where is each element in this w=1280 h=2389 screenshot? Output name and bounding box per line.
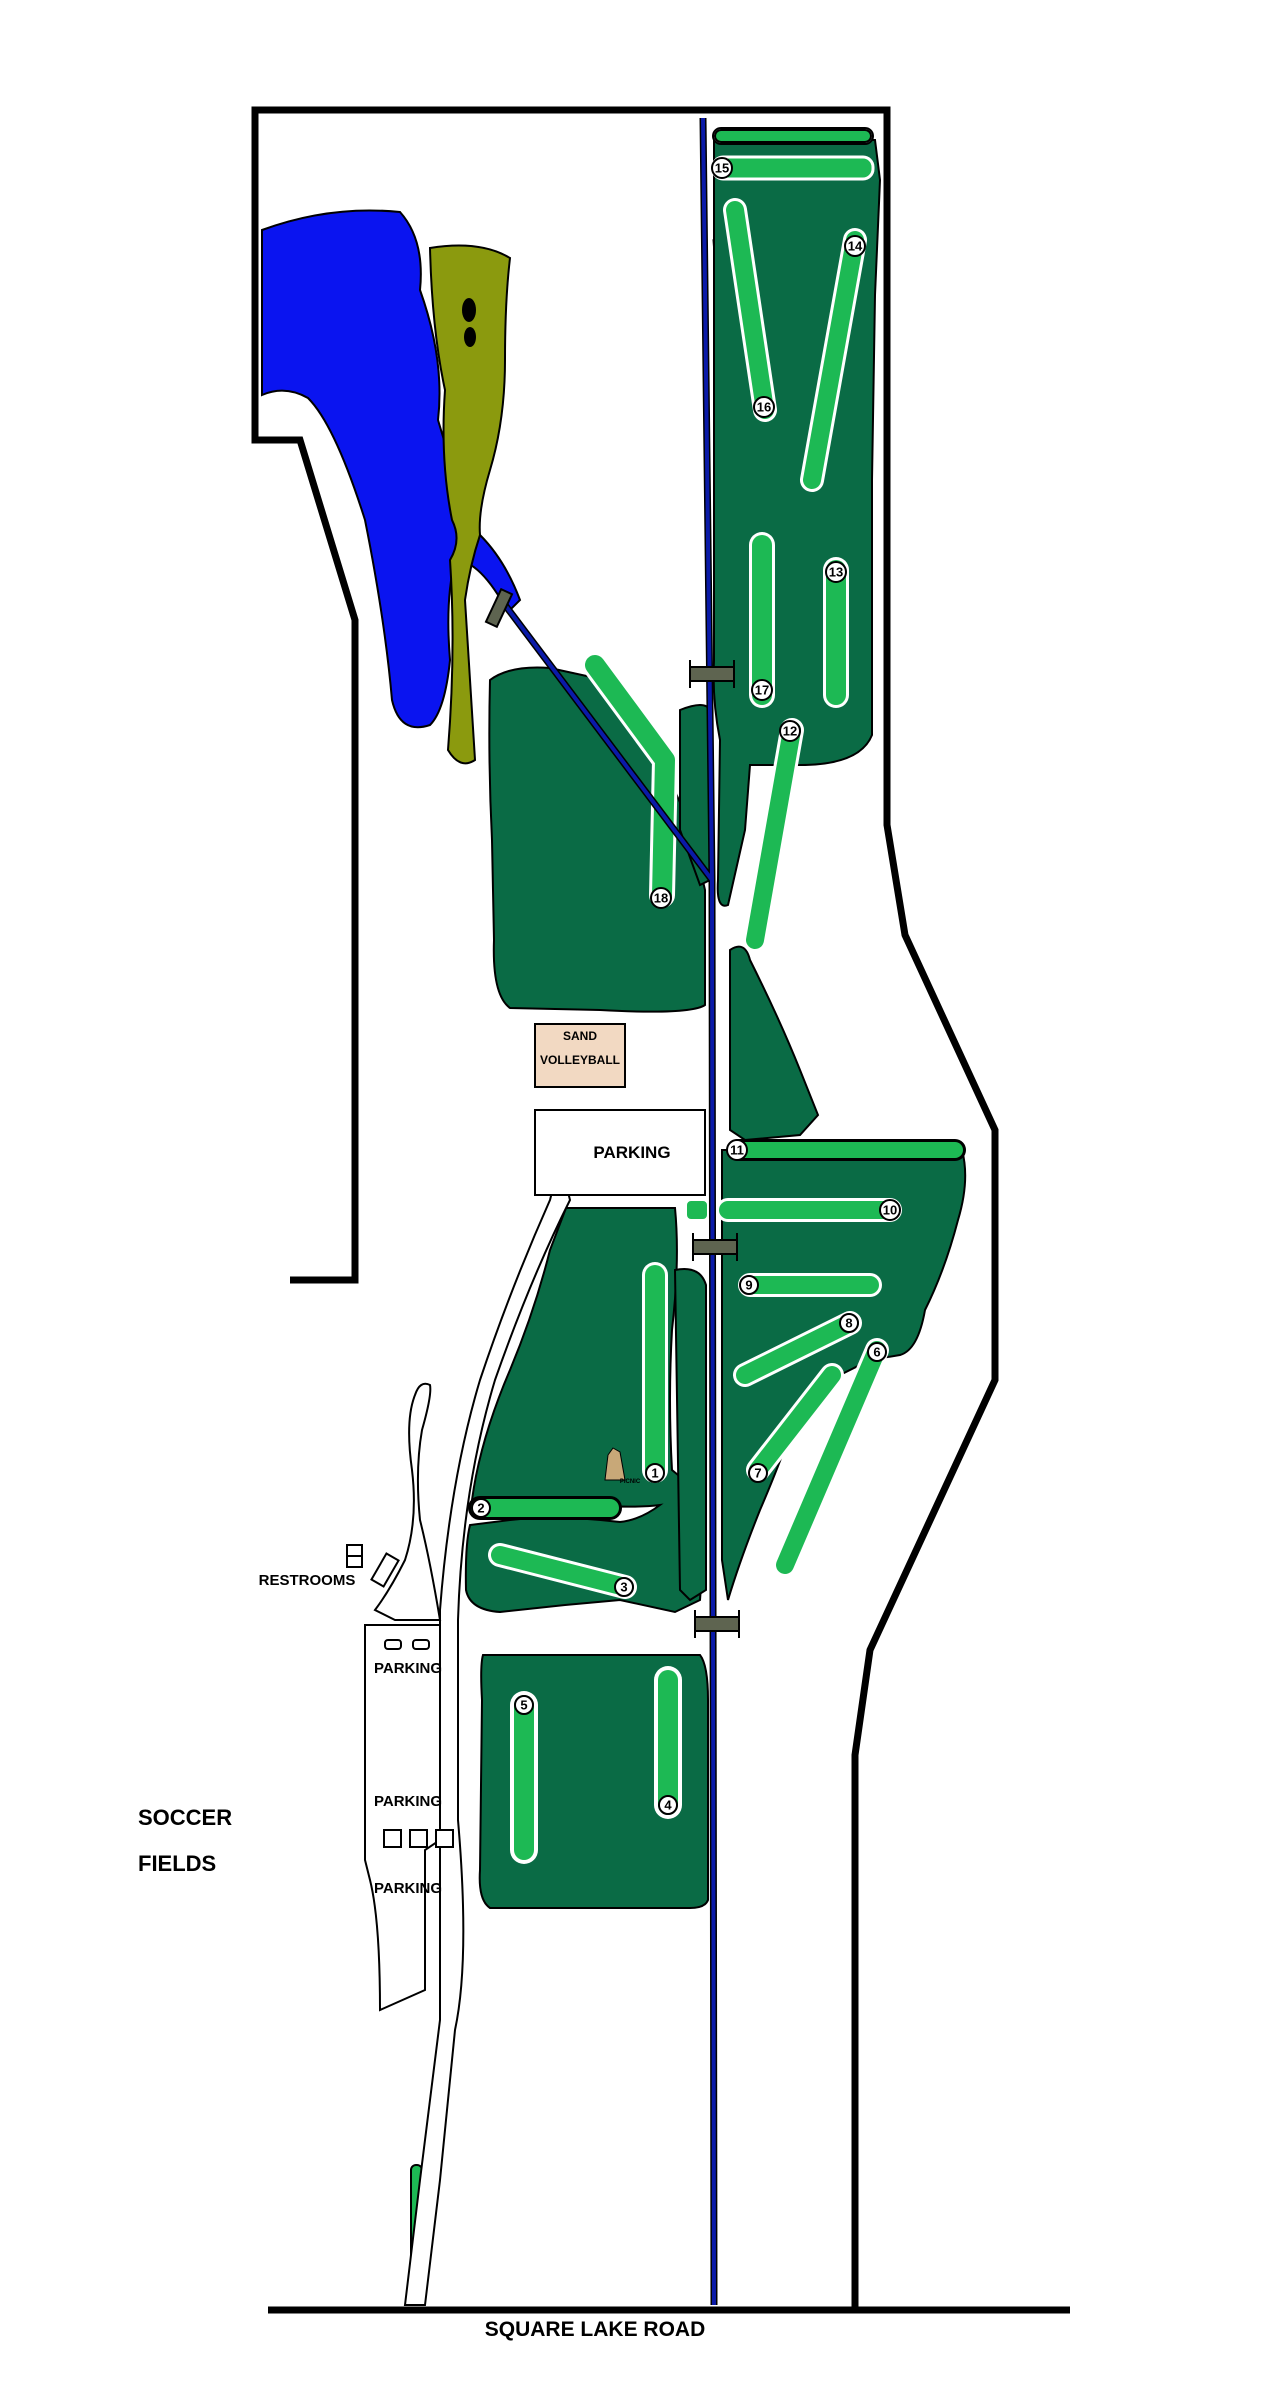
hole-number: 6 <box>873 1345 880 1360</box>
hole-marker-9: 9 <box>739 1275 759 1295</box>
hole-number: 15 <box>715 161 729 176</box>
fairway-18-inner <box>585 655 675 905</box>
hole-marker-7: 7 <box>748 1463 768 1483</box>
roads <box>364 1109 706 2306</box>
hole-number: 12 <box>783 724 797 739</box>
hole-marker-4: 4 <box>658 1795 678 1815</box>
hole-marker-6: 6 <box>867 1342 887 1362</box>
restrooms-label: RESTROOMS <box>259 1572 356 1589</box>
tee-pad <box>685 1199 709 1221</box>
park-road <box>403 1159 572 2306</box>
fairway-8-inner <box>736 1314 859 1384</box>
fairway-16-inner <box>726 201 774 419</box>
hole-markers: 1 2 3 4 5 6 7 8 9 10 11 12 13 14 15 16 1… <box>471 157 901 1815</box>
hole-number: 13 <box>829 565 843 580</box>
sand-volleyball-court <box>534 1023 626 1088</box>
picnic-shelter-icon <box>604 1447 626 1481</box>
hole-marker-1: 1 <box>645 1463 665 1483</box>
hole-number: 16 <box>757 400 771 415</box>
parking-label: PARKING <box>374 1880 442 1897</box>
road-label: SQUARE LAKE ROAD <box>485 2318 706 2341</box>
hole-number: 9 <box>745 1278 752 1293</box>
fairways <box>410 127 966 2271</box>
marsh-islet <box>462 298 476 322</box>
hole-number: 8 <box>845 1316 852 1331</box>
marsh-islet <box>464 327 476 347</box>
soccer-fields-label: FIELDS <box>138 1851 216 1876</box>
bridge-icon <box>692 1233 738 1261</box>
hole-marker-18: 18 <box>650 887 672 909</box>
fairway-6-inner <box>776 1341 886 1574</box>
picnic-label: PICNIC <box>620 1479 641 1485</box>
parking-label: PARKING <box>593 1143 670 1162</box>
hole-marker-8: 8 <box>839 1313 859 1333</box>
rough-middle-east <box>729 945 820 1142</box>
hole-marker-5: 5 <box>514 1695 534 1715</box>
parking-stalls <box>346 1544 454 1848</box>
rough-holes-6-11 <box>721 1149 967 1601</box>
property-boundary <box>251 106 1070 2314</box>
bridges <box>484 587 740 1638</box>
parking-area-north <box>534 1109 706 1196</box>
boundary-line <box>251 106 999 2310</box>
rough-strip-18 <box>679 704 711 887</box>
hole-number: 2 <box>477 1501 484 1516</box>
hole-marker-17: 17 <box>751 679 773 701</box>
parking-lot-main <box>364 1624 441 2012</box>
hole-number: 4 <box>664 1798 672 1813</box>
hole-number: 10 <box>883 1203 897 1218</box>
hole-marker-2: 2 <box>471 1498 491 1518</box>
fairway-12-inner <box>746 721 801 949</box>
hole-number: 18 <box>654 891 668 906</box>
bridge-icon <box>484 587 514 629</box>
parking-label: PARKING <box>374 1660 442 1677</box>
hole-marker-13: 13 <box>825 561 847 583</box>
fairway-15-top <box>714 129 872 143</box>
restroom-road <box>373 1382 442 1621</box>
fairway-3-inner <box>491 1546 634 1596</box>
hole-number: 3 <box>620 1580 627 1595</box>
hole-number: 17 <box>755 683 769 698</box>
parking-label: PARKING <box>374 1793 442 1810</box>
hole-marker-10: 10 <box>879 1199 901 1221</box>
sand-volleyball-label: VOLLEYBALL <box>540 1053 620 1067</box>
bridge-icon <box>689 660 735 688</box>
fairway-7-inner <box>749 1366 841 1479</box>
soccer-fields-label: SOCCER <box>138 1805 232 1830</box>
hole-number: 5 <box>520 1698 527 1713</box>
hole-marker-3: 3 <box>614 1577 634 1597</box>
hole-number: 7 <box>754 1466 761 1481</box>
fairway-14-inner <box>803 231 864 489</box>
hole-marker-14: 14 <box>844 235 866 257</box>
sand-volleyball-label: SAND <box>563 1029 597 1043</box>
hole-number: 1 <box>651 1466 658 1481</box>
hole-marker-15: 15 <box>711 157 733 179</box>
rough-holes-1-east <box>673 1268 707 1602</box>
marsh <box>428 244 512 765</box>
hole-marker-16: 16 <box>753 396 775 418</box>
hole-number: 14 <box>848 239 863 254</box>
hole-number: 11 <box>730 1143 744 1158</box>
hole-marker-11: 11 <box>726 1139 748 1161</box>
bridge-icon <box>694 1610 740 1638</box>
hole-marker-12: 12 <box>779 720 801 742</box>
trail-inner <box>503 117 716 2306</box>
